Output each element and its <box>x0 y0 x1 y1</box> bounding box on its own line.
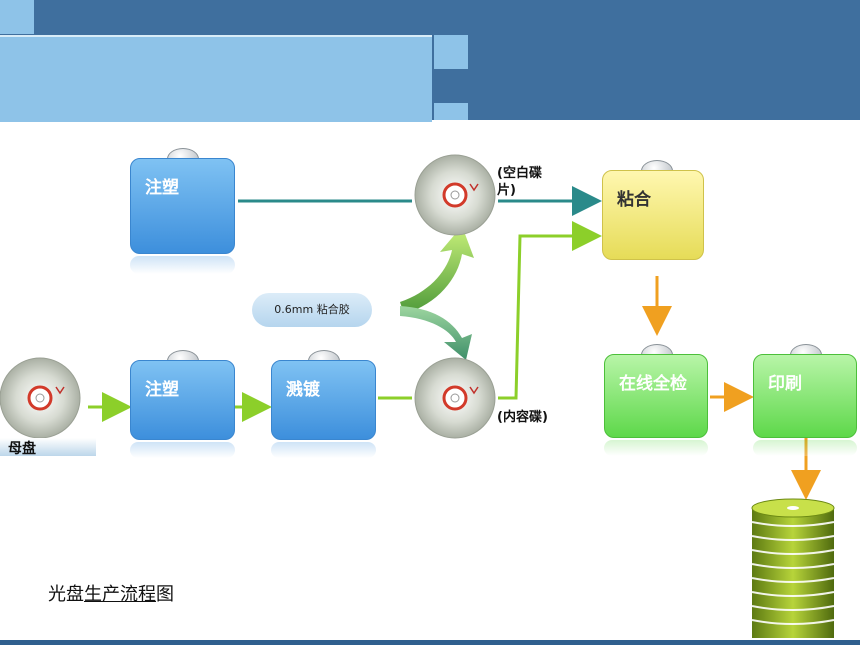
reflection <box>130 442 235 458</box>
master-disc-label: 母盘 <box>0 438 96 457</box>
sputter-box: 溅镀 <box>271 360 376 440</box>
header-title-panel <box>0 35 432 122</box>
disc-stack-icon <box>751 498 835 638</box>
blank-disc-icon <box>414 154 496 236</box>
mold-top-label: 注塑 <box>145 178 179 198</box>
master-disc-icon <box>0 357 81 439</box>
reflection <box>753 440 857 456</box>
blank-disc-label-line1: (空白碟 <box>497 166 542 181</box>
reflection <box>130 256 235 274</box>
caption-suffix: 图 <box>156 584 174 605</box>
diagram-caption: 光盘生产流程图 <box>48 580 174 606</box>
bond-label: 粘合 <box>617 190 651 210</box>
print-box: 印刷 <box>753 354 857 438</box>
reflection <box>604 440 708 456</box>
caption-prefix: 光盘 <box>48 584 84 605</box>
adhesive-arrow-up <box>400 226 474 314</box>
content-disc-label: (内容碟) <box>497 410 548 425</box>
blank-disc-label-line2: 片) <box>497 183 516 198</box>
mold-bottom-box: 注塑 <box>130 360 235 440</box>
header-decor-square <box>0 0 34 34</box>
reflection <box>271 442 376 458</box>
bond-box: 粘合 <box>602 170 704 260</box>
inspect-label: 在线全检 <box>619 374 687 394</box>
sputter-label: 溅镀 <box>286 380 320 400</box>
caption-underlined[interactable]: 生产流程 <box>84 584 156 605</box>
adhesive-arrow-down <box>400 306 472 360</box>
adhesive-label: 0.6mm 粘合胶 <box>252 293 372 327</box>
header-decor-square <box>434 103 468 120</box>
footer-bar <box>0 640 860 645</box>
print-label: 印刷 <box>768 374 802 394</box>
arrow-content-to-bond <box>498 221 602 400</box>
header-decor-square <box>434 35 468 69</box>
content-disc-icon <box>414 357 496 439</box>
inspect-box: 在线全检 <box>604 354 708 438</box>
mold-bottom-label: 注塑 <box>145 380 179 400</box>
mold-top-box: 注塑 <box>130 158 235 254</box>
blank-disc-label: (空白碟 片) <box>497 165 542 199</box>
